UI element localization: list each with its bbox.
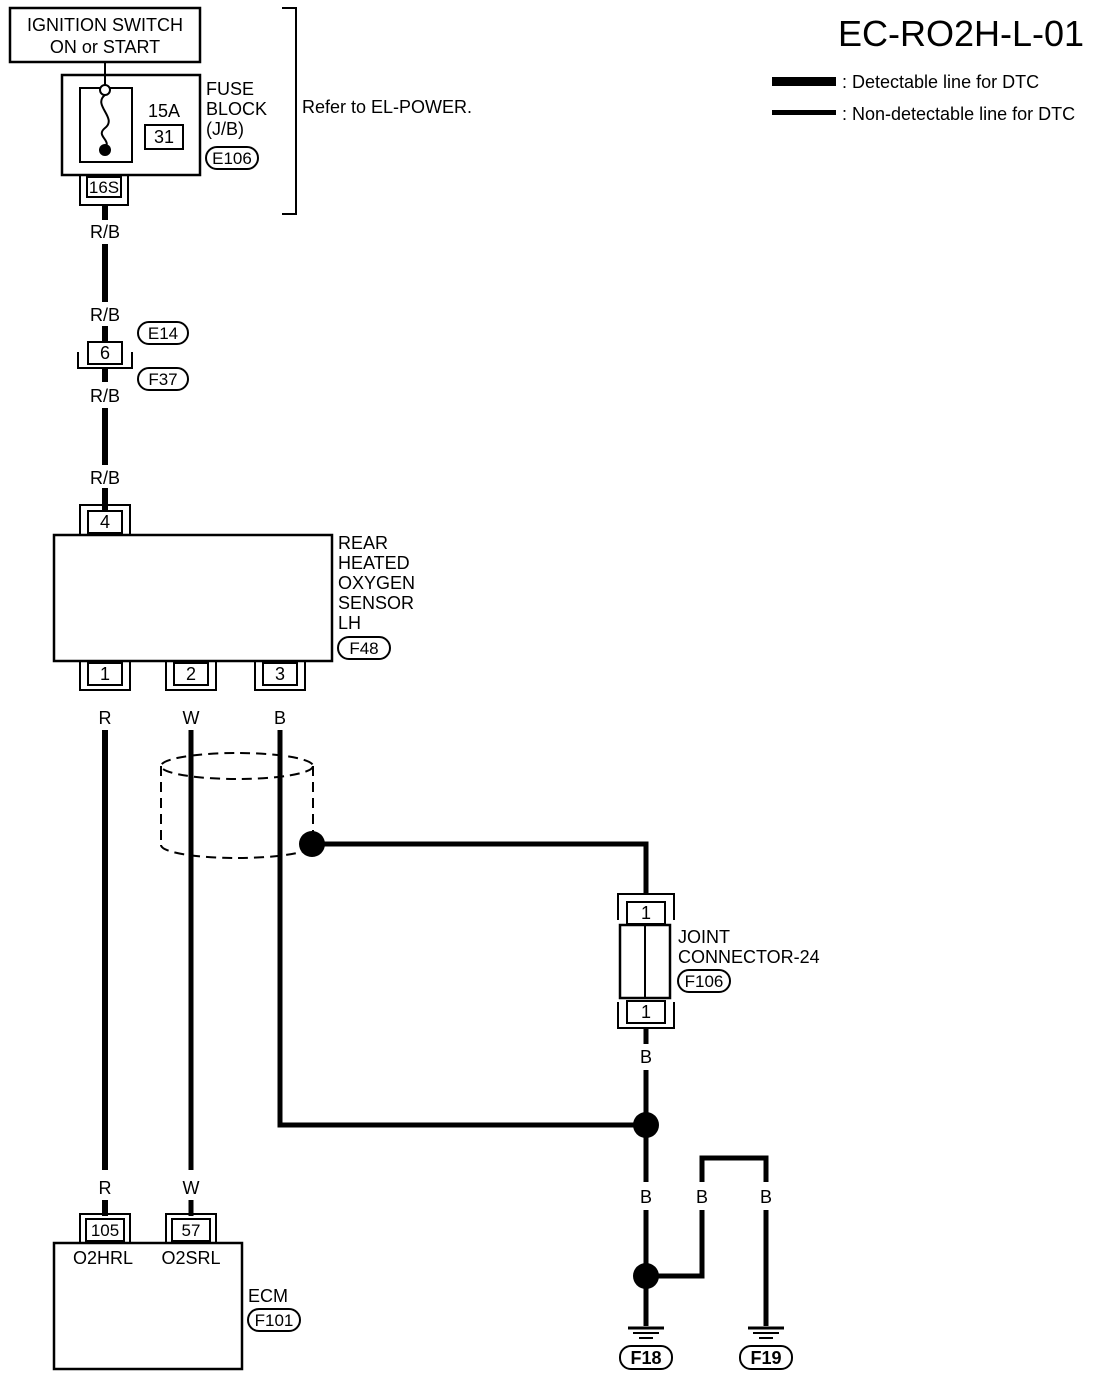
refer-text: Refer to EL-POWER. bbox=[302, 97, 472, 117]
shield bbox=[160, 752, 325, 859]
inline-connector-bottom: F37 bbox=[148, 370, 177, 389]
sensor-label-3: OXYGEN bbox=[338, 573, 415, 593]
sensor-label-5: LH bbox=[338, 613, 361, 633]
wire-color-b-5: B bbox=[760, 1187, 772, 1207]
ground-f19-icon: F19 bbox=[739, 1326, 793, 1370]
joint-label-2: CONNECTOR-24 bbox=[678, 947, 820, 967]
ecm: 105 57 O2HRL O2SRL ECM F101 bbox=[52, 1213, 301, 1371]
ignition-line1: IGNITION SWITCH bbox=[27, 15, 183, 35]
wire-color-r-1: R bbox=[99, 708, 112, 728]
joint-connector: 1 1 JOINT CONNECTOR-24 F106 bbox=[617, 893, 820, 1029]
fuse-block-label-2: BLOCK bbox=[206, 99, 267, 119]
joint-pin-bottom: 1 bbox=[641, 1002, 651, 1022]
sensor-pin-3: 3 bbox=[275, 664, 285, 684]
ignition-line2: ON or START bbox=[50, 37, 160, 57]
wire-color-b-3: B bbox=[640, 1187, 652, 1207]
inline-connector-6: 6 E14 F37 bbox=[77, 321, 189, 391]
diagram-id: EC-RO2H-L-01 bbox=[838, 13, 1084, 54]
ecm-pin-105-name: O2HRL bbox=[73, 1248, 133, 1268]
fuse-terminal: 16S bbox=[89, 178, 119, 197]
wire-color-w-2: W bbox=[183, 1178, 200, 1198]
joint-pin-top: 1 bbox=[641, 903, 651, 923]
wire-color-b-1: B bbox=[274, 708, 286, 728]
fuse-block-connector: E106 bbox=[212, 149, 252, 168]
fuse-amperage: 15A bbox=[148, 101, 180, 121]
wire-color-w-1: W bbox=[183, 708, 200, 728]
ecm-label: ECM bbox=[248, 1286, 288, 1306]
sensor-label-2: HEATED bbox=[338, 553, 410, 573]
ignition-switch: IGNITION SWITCH ON or START bbox=[8, 6, 202, 64]
inline-connector-pin: 6 bbox=[100, 343, 110, 363]
fuse-block: 15A 31 FUSE BLOCK (J/B) E106 16S bbox=[60, 62, 267, 206]
legend-non-detectable-swatch bbox=[772, 110, 836, 115]
legend-non-detectable-label: : Non-detectable line for DTC bbox=[842, 104, 1075, 124]
fuse-icon bbox=[100, 94, 110, 149]
inline-connector-top: E14 bbox=[148, 324, 178, 343]
wire-shield-drain bbox=[312, 841, 649, 894]
ecm-connector: F101 bbox=[255, 1311, 294, 1330]
wire-b-sensor bbox=[277, 730, 646, 1128]
joint-label-1: JOINT bbox=[678, 927, 730, 947]
ecm-pin-105: 105 bbox=[91, 1221, 119, 1240]
legend-detectable-swatch bbox=[772, 77, 836, 86]
wire-color-rb-3: R/B bbox=[90, 386, 120, 406]
fuse-block-label-1: FUSE bbox=[206, 79, 254, 99]
fuse-block-label-3: (J/B) bbox=[206, 119, 244, 139]
ground-f19-label: F19 bbox=[750, 1348, 781, 1368]
sensor-pin-1: 1 bbox=[100, 664, 110, 684]
joint-connector-id: F106 bbox=[685, 972, 724, 991]
wire-color-r-2: R bbox=[99, 1178, 112, 1198]
wire-color-rb-2: R/B bbox=[90, 305, 120, 325]
ecm-pin-57: 57 bbox=[182, 1221, 201, 1240]
wire-color-b-4: B bbox=[696, 1187, 708, 1207]
ground-f18-icon: F18 bbox=[619, 1326, 673, 1370]
sensor-label-4: SENSOR bbox=[338, 593, 414, 613]
sensor-pin-2: 2 bbox=[186, 664, 196, 684]
ground-f18-label: F18 bbox=[630, 1348, 661, 1368]
wire-color-rb-4: R/B bbox=[90, 468, 120, 488]
legend-detectable-label: : Detectable line for DTC bbox=[842, 72, 1039, 92]
wire-color-rb-1: R/B bbox=[90, 222, 120, 242]
refer-bracket bbox=[282, 7, 297, 215]
ecm-pin-57-name: O2SRL bbox=[161, 1248, 220, 1268]
wire-color-b-2: B bbox=[640, 1047, 652, 1067]
fuse-number: 31 bbox=[154, 127, 174, 147]
sensor-connector: F48 bbox=[349, 639, 378, 658]
sensor-label-1: REAR bbox=[338, 533, 388, 553]
sensor-pin-4: 4 bbox=[100, 512, 110, 532]
rear-heated-oxygen-sensor: 4 REAR HEATED OXYGEN SENSOR LH F48 1 2 3 bbox=[52, 504, 415, 691]
